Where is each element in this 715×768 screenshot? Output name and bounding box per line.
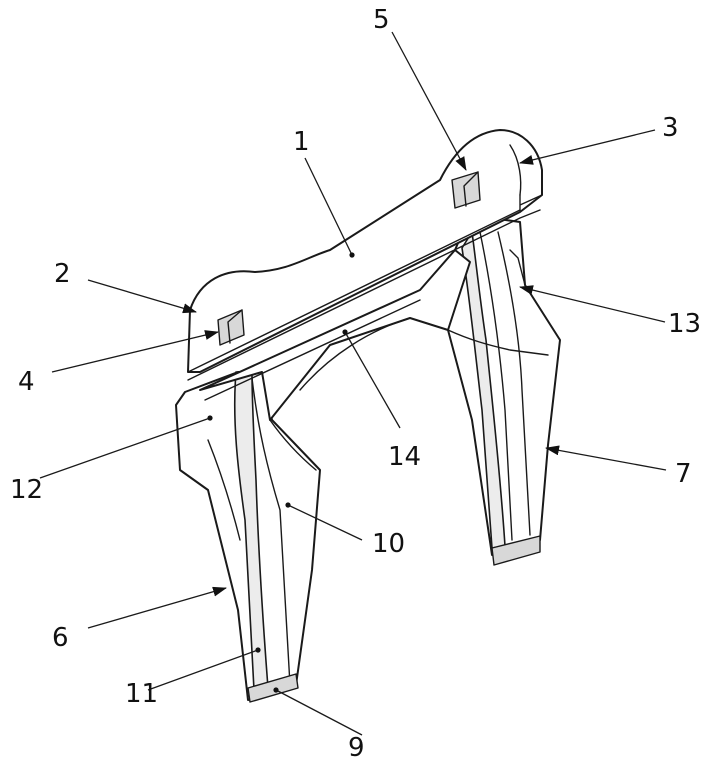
reference-dots — [207, 252, 355, 693]
label-11: 11 — [125, 679, 158, 709]
label-6: 6 — [52, 623, 69, 653]
label-2: 2 — [54, 259, 71, 289]
reference-labels: 1 2 3 4 5 6 7 9 10 11 12 13 14 — [10, 5, 701, 763]
label-1: 1 — [293, 127, 310, 157]
label-4: 4 — [18, 367, 35, 397]
label-9: 9 — [348, 733, 365, 763]
label-10: 10 — [372, 529, 405, 559]
label-7: 7 — [675, 459, 692, 489]
square-hole-left — [217, 309, 245, 346]
label-3: 3 — [662, 113, 679, 143]
leader-lines — [39, 31, 667, 736]
label-12: 12 — [10, 475, 43, 505]
label-14: 14 — [388, 442, 421, 472]
left-leg — [175, 371, 321, 703]
label-13: 13 — [668, 309, 701, 339]
square-hole-right — [451, 171, 481, 209]
crossbar — [199, 249, 471, 421]
label-5: 5 — [373, 5, 390, 35]
